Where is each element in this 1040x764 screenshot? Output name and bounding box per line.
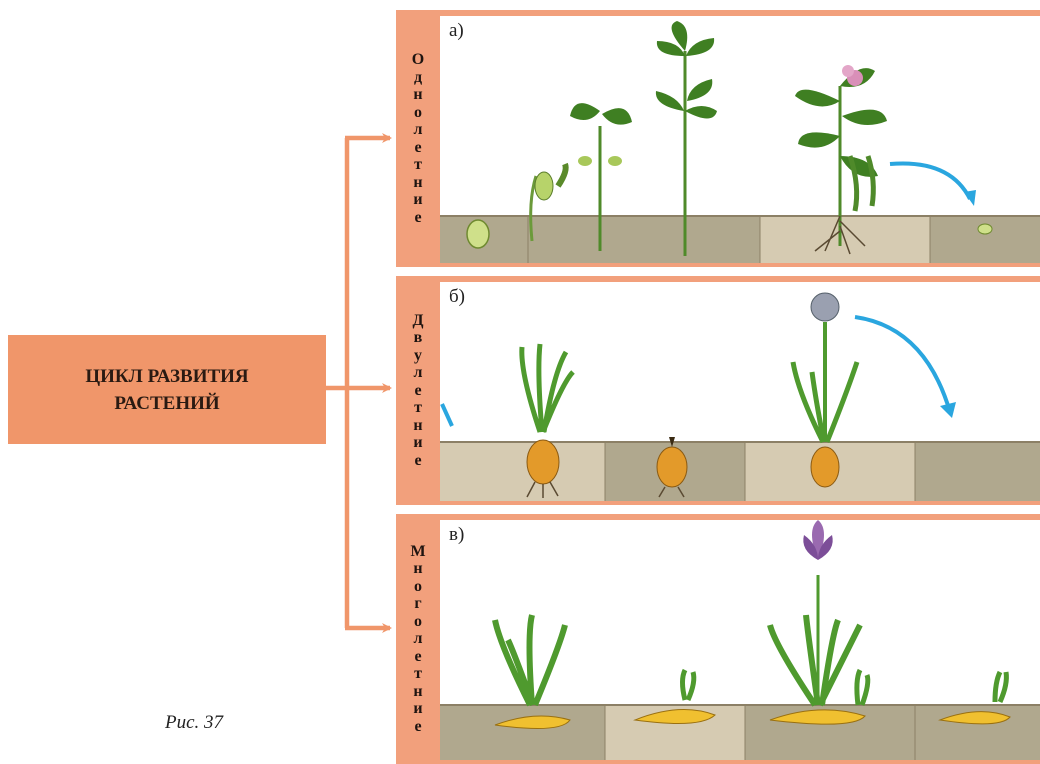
label-letter: г <box>414 595 421 613</box>
label-letter: е <box>414 648 421 666</box>
label-letter: л <box>414 364 423 382</box>
label-letter: л <box>414 121 423 139</box>
label-letter: в <box>414 329 423 347</box>
panel-annual-scene: а) <box>440 16 1040 263</box>
label-letter: т <box>414 399 422 417</box>
label-letter: у <box>414 347 422 365</box>
label-letter: е <box>414 452 421 470</box>
rhizome-new-shoots <box>940 672 1010 724</box>
label-letter: и <box>413 191 422 209</box>
label-letter: т <box>414 156 422 174</box>
center-box-line1: ЦИКЛ РАЗВИТИЯ <box>85 363 248 390</box>
label-letter: и <box>413 434 422 452</box>
rhizome-shoot <box>635 670 715 724</box>
label-letter: о <box>414 613 422 631</box>
perennial-illustration <box>440 520 1040 760</box>
center-box-line2: РАСТЕНИЙ <box>114 390 219 417</box>
label-letter: н <box>413 417 422 435</box>
soil-band <box>440 705 1040 760</box>
panel-perennial-scene: в) <box>440 520 1040 760</box>
flowering-iris <box>770 520 868 724</box>
label-letter: е <box>414 718 421 736</box>
new-seed <box>978 224 992 234</box>
seed-dispersal-arrow <box>855 317 950 412</box>
label-letter: М <box>410 543 425 561</box>
label-letter: л <box>414 630 423 648</box>
label-letter: т <box>414 665 422 683</box>
label-letter: н <box>413 174 422 192</box>
label-letter: н <box>413 560 422 578</box>
label-letter: н <box>413 683 422 701</box>
seed-dispersal-arrow <box>890 163 970 199</box>
panel-biennial-scene: б) <box>440 282 1040 501</box>
label-letter: н <box>413 86 422 104</box>
biennial-illustration <box>440 282 1040 501</box>
annual-illustration <box>440 16 1040 263</box>
label-letter: о <box>414 578 422 596</box>
bean-seed <box>467 220 489 248</box>
label-letter: о <box>414 104 422 122</box>
connector-lines <box>326 138 390 628</box>
label-letter: е <box>414 382 421 400</box>
label-letter: е <box>414 139 421 157</box>
center-box: ЦИКЛ РАЗВИТИЯ РАСТЕНИЙ <box>8 335 326 444</box>
label-letter: е <box>414 209 421 227</box>
label-letter: д <box>414 69 422 87</box>
label-letter: Д <box>412 312 423 330</box>
incoming-seed-arrow <box>442 404 452 426</box>
figure-caption: Рис. 37 <box>165 712 223 734</box>
label-letter: О <box>412 51 424 69</box>
label-letter: и <box>413 700 422 718</box>
